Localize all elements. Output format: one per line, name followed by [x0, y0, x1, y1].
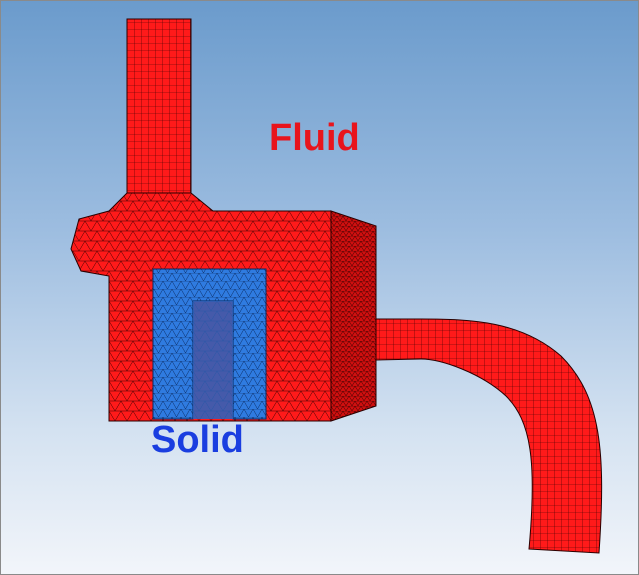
outlet-pipe — [325, 318, 603, 554]
solid-body — [152, 268, 267, 420]
inlet-pipe — [126, 18, 192, 210]
fluid-label: Fluid — [269, 117, 360, 159]
solid-label: Solid — [151, 419, 244, 461]
